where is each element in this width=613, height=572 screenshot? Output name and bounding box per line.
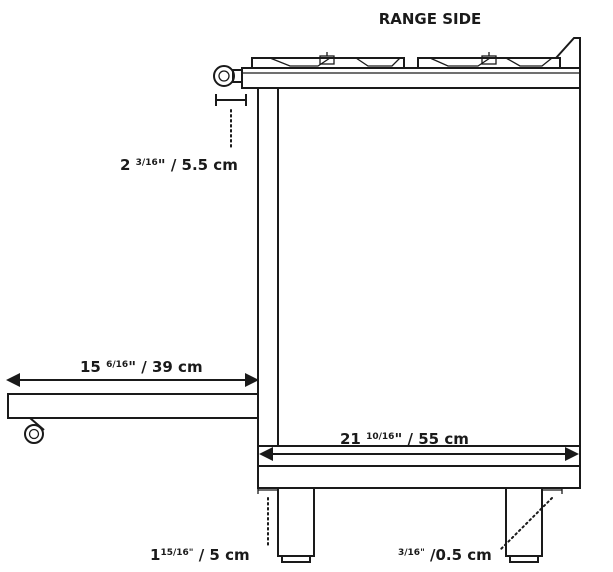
range-body xyxy=(257,87,581,489)
dimension-front-leg-offset: 115/16" / 5 cm xyxy=(150,487,279,564)
shelf-handle-icon xyxy=(24,424,44,444)
dimension-rear-leg-offset: 3/16" /0.5 cm xyxy=(398,487,563,564)
rear-leg xyxy=(505,487,543,563)
front-leg xyxy=(277,487,315,563)
drawer-depth-label: 15 6/16" / 39 cm xyxy=(80,358,203,376)
dimension-body-depth: 21 10/16" / 55 cm xyxy=(259,430,579,461)
side-gap-label: 2 3/16" / 5.5 cm xyxy=(120,156,238,174)
front-leg-offset-label: 115/16" / 5 cm xyxy=(150,546,250,564)
dimension-drawer-depth: 15 6/16" / 39 cm xyxy=(6,358,259,387)
body-depth-label: 21 10/16" / 55 cm xyxy=(340,430,469,448)
diagram-title: RANGE SIDE xyxy=(379,10,482,28)
dimension-side-gap: 2 3/16" / 5.5 cm xyxy=(120,94,247,174)
rear-leg-offset-label: 3/16" /0.5 cm xyxy=(398,546,492,564)
front-knob-icon xyxy=(213,65,243,87)
pull-out-shelf xyxy=(7,393,259,444)
